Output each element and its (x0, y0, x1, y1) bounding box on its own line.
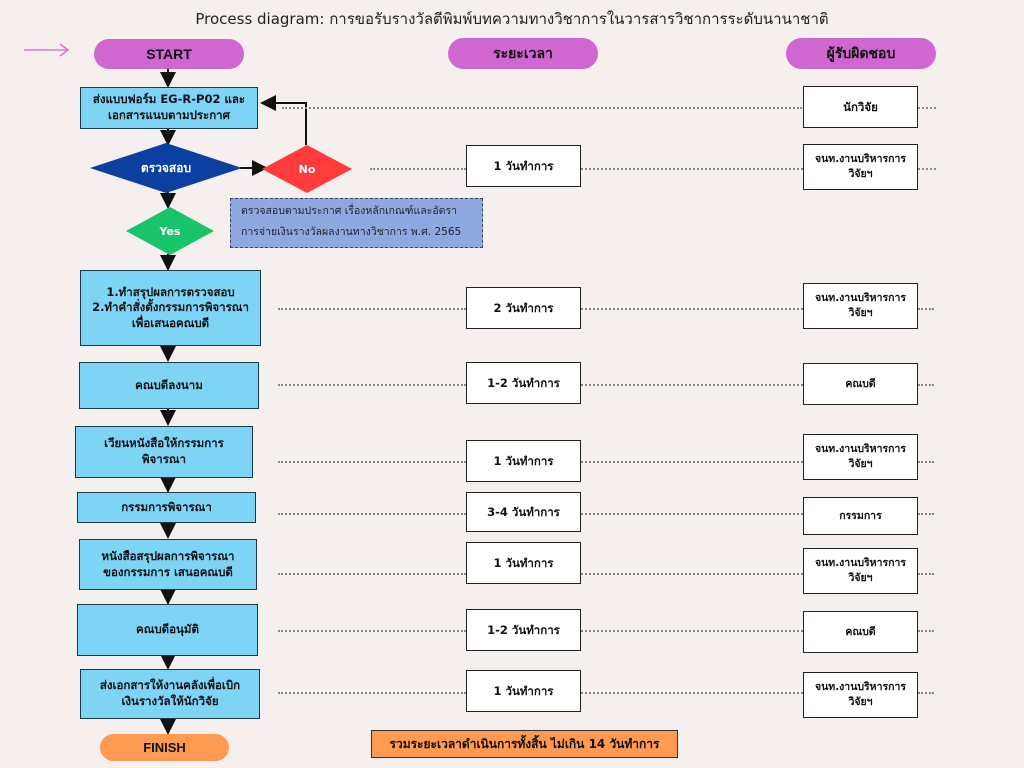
row-dotted-line (581, 513, 803, 515)
row-dotted-line (581, 461, 803, 463)
row-dotted-line (918, 168, 936, 170)
step-dean-approve: คณบดีอนุมัติ (77, 604, 258, 656)
start-terminal: START (94, 39, 244, 69)
step-committee-review: กรรมการพิจารณา (77, 492, 256, 523)
finish-terminal: FINISH (100, 734, 229, 761)
responsible-box: จนท.งานบริหารการ วิจัยฯ (803, 672, 918, 718)
duration-box: 1 วันทำการ (466, 542, 581, 584)
row-dotted-line (278, 308, 466, 310)
yes-label: Yes (159, 224, 181, 238)
responsible-box: คณบดี (803, 611, 918, 653)
duration-box: 3-4 วันทำการ (466, 492, 581, 532)
row-dotted-line (918, 513, 934, 515)
criteria-note: ตรวจสอบตามประกาศ เรื่องหลักเกณฑ์และอัตรา… (230, 198, 483, 248)
responsible-box: จนท.งานบริหารการ วิจัยฯ (803, 548, 918, 594)
responsible-box: จนท.งานบริหารการ วิจัยฯ (803, 434, 918, 480)
responsible-header: ผู้รับผิดชอบ (786, 38, 936, 69)
yes-diamond (126, 207, 214, 255)
row-dotted-line (581, 168, 803, 170)
row-dotted-line (581, 692, 803, 694)
duration-header: ระยะเวลา (448, 38, 598, 69)
duration-box: 1 วันทำการ (466, 145, 581, 187)
row-dotted-line (278, 513, 466, 515)
responsible-box: นักวิจัย (803, 86, 918, 128)
row-dotted-line (918, 692, 934, 694)
step-summary-and-order: 1.ทำสรุปผลการตรวจสอบ 2.ทำคำสั่งตั้งกรรมก… (80, 270, 261, 346)
step-circulate-letter: เวียนหนังสือให้กรรมการ พิจารณา (75, 426, 253, 478)
row-dotted-line (918, 630, 934, 632)
decision-label: ตรวจสอบ (140, 160, 192, 175)
responsible-box: คณบดี (803, 363, 918, 405)
step-summary-letter: หนังสือสรุปผลการพิจารณา ของกรรมการ เสนอค… (79, 539, 257, 590)
row-dotted-line (278, 630, 466, 632)
row-dotted-line (282, 107, 802, 109)
duration-box: 1 วันทำการ (466, 440, 581, 482)
row-dotted-line (581, 573, 803, 575)
duration-box: 2 วันทำการ (466, 287, 581, 329)
row-dotted-line (581, 384, 803, 386)
row-dotted-line (918, 308, 934, 310)
row-dotted-line (278, 692, 466, 694)
step-submit-form: ส่งแบบฟอร์ม EG-R-P02 และ เอกสารแนบตามประ… (80, 87, 258, 129)
row-dotted-line (370, 168, 466, 170)
no-diamond (262, 145, 352, 193)
step-send-to-finance: ส่งเอกสารให้งานคลังเพื่อเบิก เงินรางวัลใ… (80, 669, 260, 719)
responsible-box: จนท.งานบริหารการ วิจัยฯ (803, 283, 918, 329)
row-dotted-line (278, 384, 466, 386)
total-duration-banner: รวมระยะเวลาดำเนินการทั้งสิ้น ไม่เกิน 14 … (371, 730, 678, 758)
duration-box: 1 วันทำการ (466, 670, 581, 712)
duration-box: 1-2 วันทำการ (466, 362, 581, 404)
row-dotted-line (278, 573, 466, 575)
step-dean-sign: คณบดีลงนาม (79, 362, 259, 409)
page-title: Process diagram: การขอรับรางวัลตีพิมพ์บท… (195, 10, 829, 28)
no-label: No (298, 162, 316, 176)
duration-box: 1-2 วันทำการ (466, 609, 581, 651)
row-dotted-line (918, 384, 934, 386)
row-dotted-line (581, 630, 803, 632)
row-dotted-line (918, 573, 934, 575)
row-dotted-line (278, 461, 466, 463)
responsible-box: จนท.งานบริหารการ วิจัยฯ (803, 144, 918, 190)
row-dotted-line (918, 107, 936, 109)
pointer-arrow-icon (24, 43, 70, 57)
responsible-box: กรรมการ (803, 497, 918, 535)
row-dotted-line (918, 461, 934, 463)
decision-diamond (90, 143, 242, 193)
row-dotted-line (581, 308, 803, 310)
